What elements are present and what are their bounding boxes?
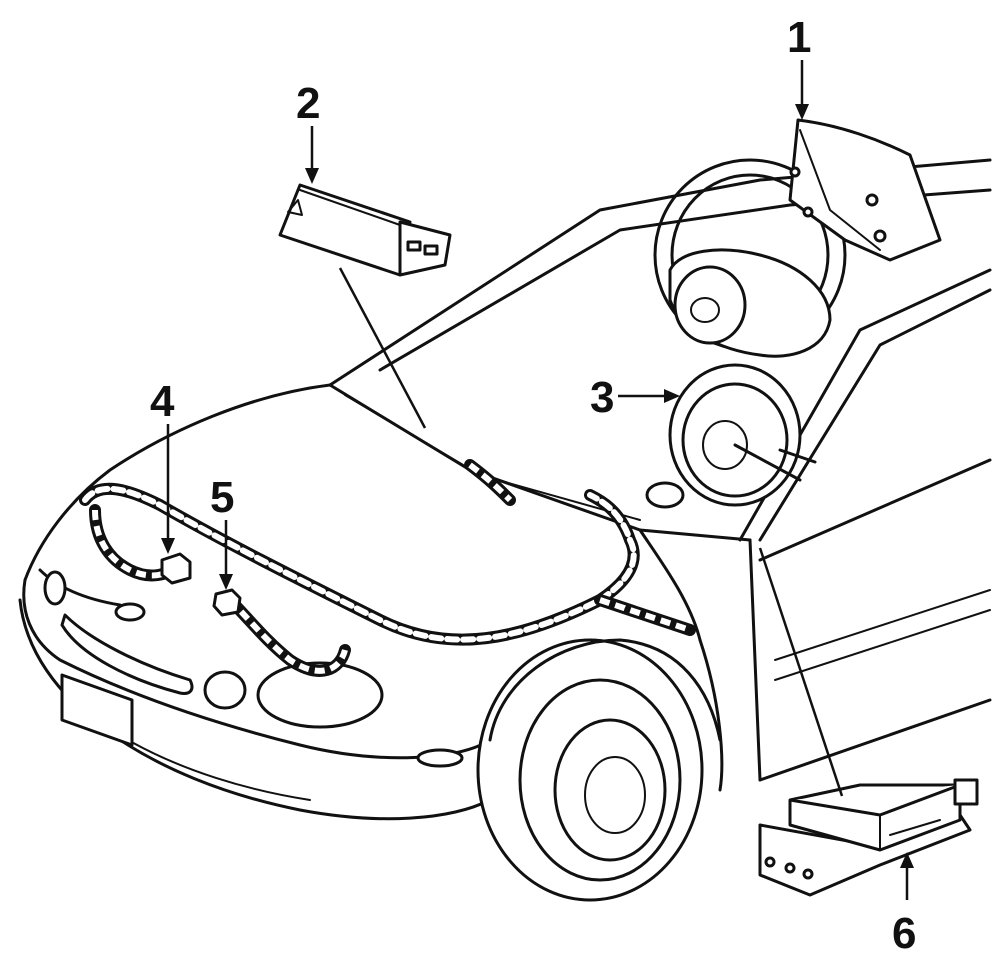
callout-number: 1 [787, 13, 811, 62]
diagnostic-module [758, 778, 979, 897]
callout-number: 2 [296, 79, 320, 128]
callout-number: 4 [150, 377, 175, 426]
callout-number: 5 [210, 473, 234, 522]
callout-number: 6 [892, 909, 916, 958]
clockspring [668, 363, 817, 507]
passenger-airbag-module [278, 183, 452, 277]
callout-1: 1 [787, 13, 811, 120]
wiring-harness [79, 459, 696, 677]
callout-4: 4 [150, 377, 175, 554]
driver-airbag-module [788, 118, 942, 262]
front-impact-sensor-5 [212, 588, 242, 617]
callout-5: 5 [210, 473, 234, 590]
leader-line-6 [758, 547, 844, 797]
callout-3: 3 [590, 373, 680, 422]
callout-number: 3 [590, 373, 614, 422]
steering-wheel [653, 158, 847, 358]
front-impact-sensor-4 [160, 552, 192, 585]
callout-2: 2 [296, 79, 320, 184]
leader-line-2 [338, 267, 427, 429]
car-body [18, 158, 992, 902]
callout-6: 6 [892, 852, 916, 958]
